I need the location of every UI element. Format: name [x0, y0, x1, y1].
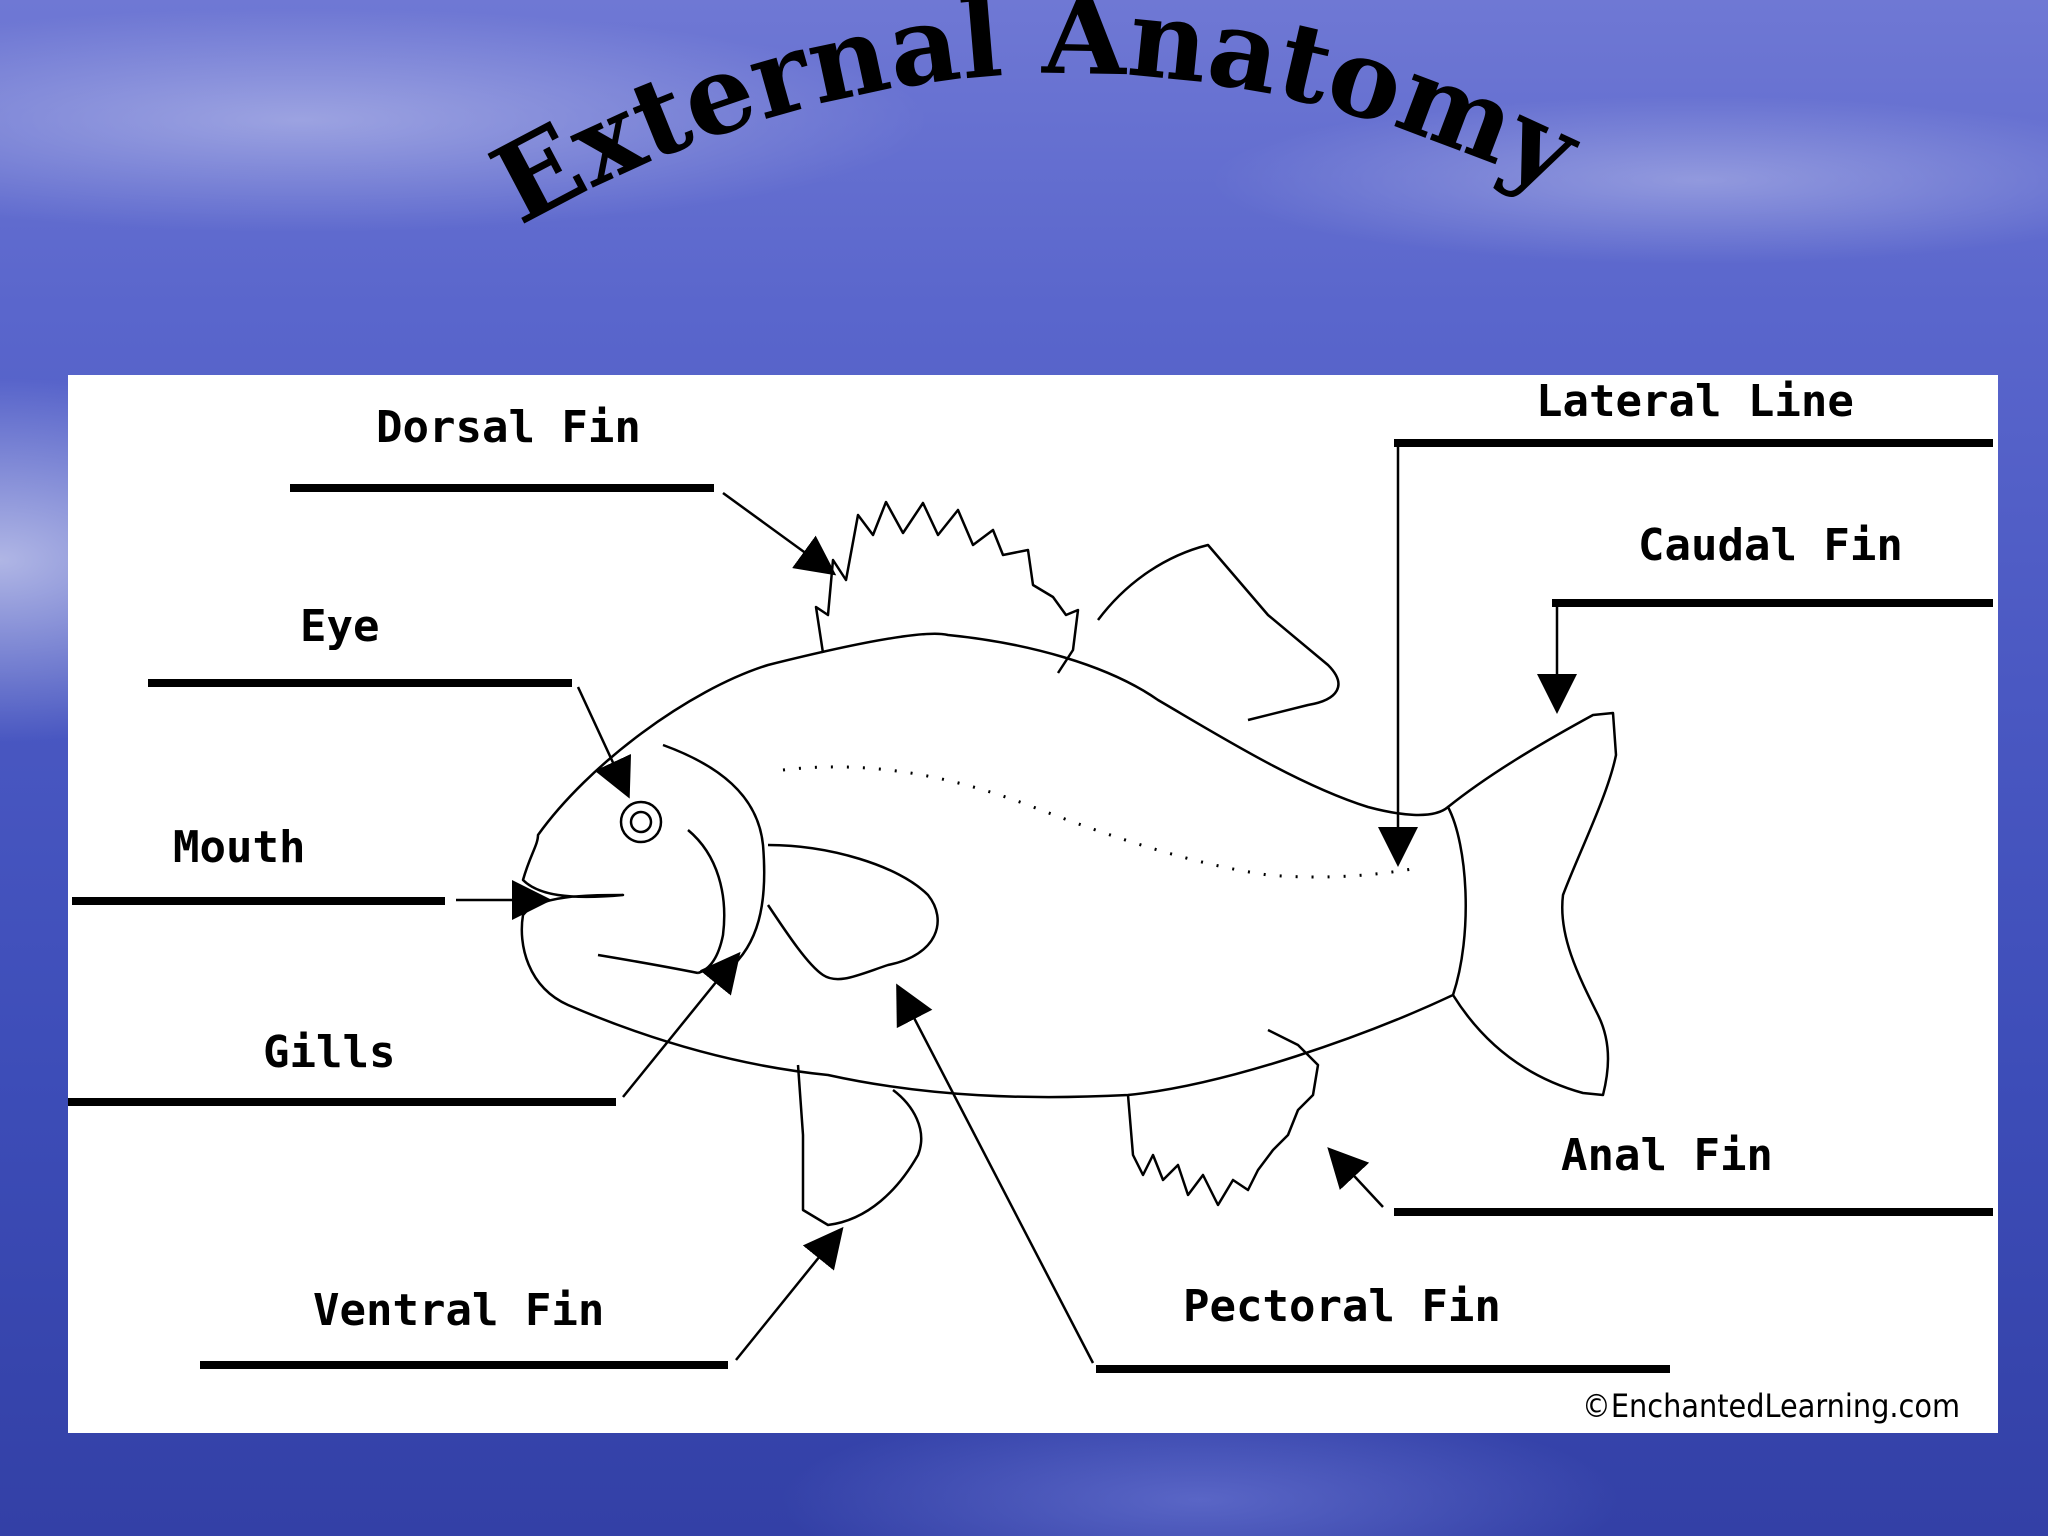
dorsal-fin-label: Dorsal Fin — [376, 402, 641, 453]
dorsal-fin-arrow — [722, 491, 837, 576]
label-dorsal-fin: Dorsal Fin — [290, 402, 837, 576]
page-title: External Anatomy — [473, 0, 1599, 249]
ventral-fin-label: Ventral Fin — [313, 1285, 604, 1336]
caudal-fin-label: Caudal Fin — [1638, 520, 1903, 571]
eye-label: Eye — [300, 601, 379, 652]
caudal-fin-shape — [1447, 711, 1618, 1097]
anal-fin-label: Anal Fin — [1561, 1130, 1773, 1181]
fish-body-outline — [520, 632, 1467, 1099]
lateral-line-dots — [782, 765, 1419, 879]
anal-fin-shape — [1126, 1028, 1320, 1207]
label-lateral-line: Lateral Line — [1378, 376, 1993, 867]
pectoral-fin-shape — [766, 843, 939, 981]
label-eye: Eye — [148, 601, 632, 799]
fish-diagram: Dorsal Fin Eye Mouth Gills Ventral Fin — [68, 376, 1993, 1425]
soft-dorsal-fin-shape — [1097, 543, 1340, 722]
mouth-label: Mouth — [173, 822, 305, 873]
fish-eye-outer — [619, 800, 663, 844]
ventral-fin-arrow — [735, 1226, 844, 1361]
fish-illustration — [520, 500, 1618, 1227]
fish-eye-inner — [629, 810, 653, 834]
eye-arrow — [576, 686, 632, 799]
label-pectoral-fin: Pectoral Fin — [896, 983, 1670, 1373]
copyright-credit: ©EnchantedLearning.com — [1582, 1387, 1960, 1425]
diagram-panel: Dorsal Fin Eye Mouth Gills Ventral Fin — [68, 375, 1998, 1433]
title-banner: External Anatomy — [473, 0, 1599, 249]
anal-fin-arrow — [1327, 1147, 1384, 1208]
page-title-text: External Anatomy — [473, 0, 1599, 249]
pectoral-fin-label: Pectoral Fin — [1183, 1281, 1501, 1332]
ventral-fin-shape — [796, 1064, 923, 1227]
gills-arrow — [622, 951, 741, 1098]
gill-inner — [687, 829, 726, 975]
dorsal-fin-shape — [814, 500, 1080, 674]
jaw-line — [597, 953, 699, 975]
label-gills: Gills — [68, 951, 741, 1106]
label-ventral-fin: Ventral Fin — [200, 1226, 844, 1369]
label-caudal-fin: Caudal Fin — [1537, 520, 1993, 714]
gills-label: Gills — [263, 1027, 395, 1078]
pectoral-fin-arrow — [896, 983, 1095, 1364]
gill-cover — [662, 743, 766, 971]
label-mouth: Mouth — [72, 822, 552, 920]
label-anal-fin: Anal Fin — [1327, 1130, 1993, 1216]
lateral-line-label: Lateral Line — [1536, 376, 1854, 427]
